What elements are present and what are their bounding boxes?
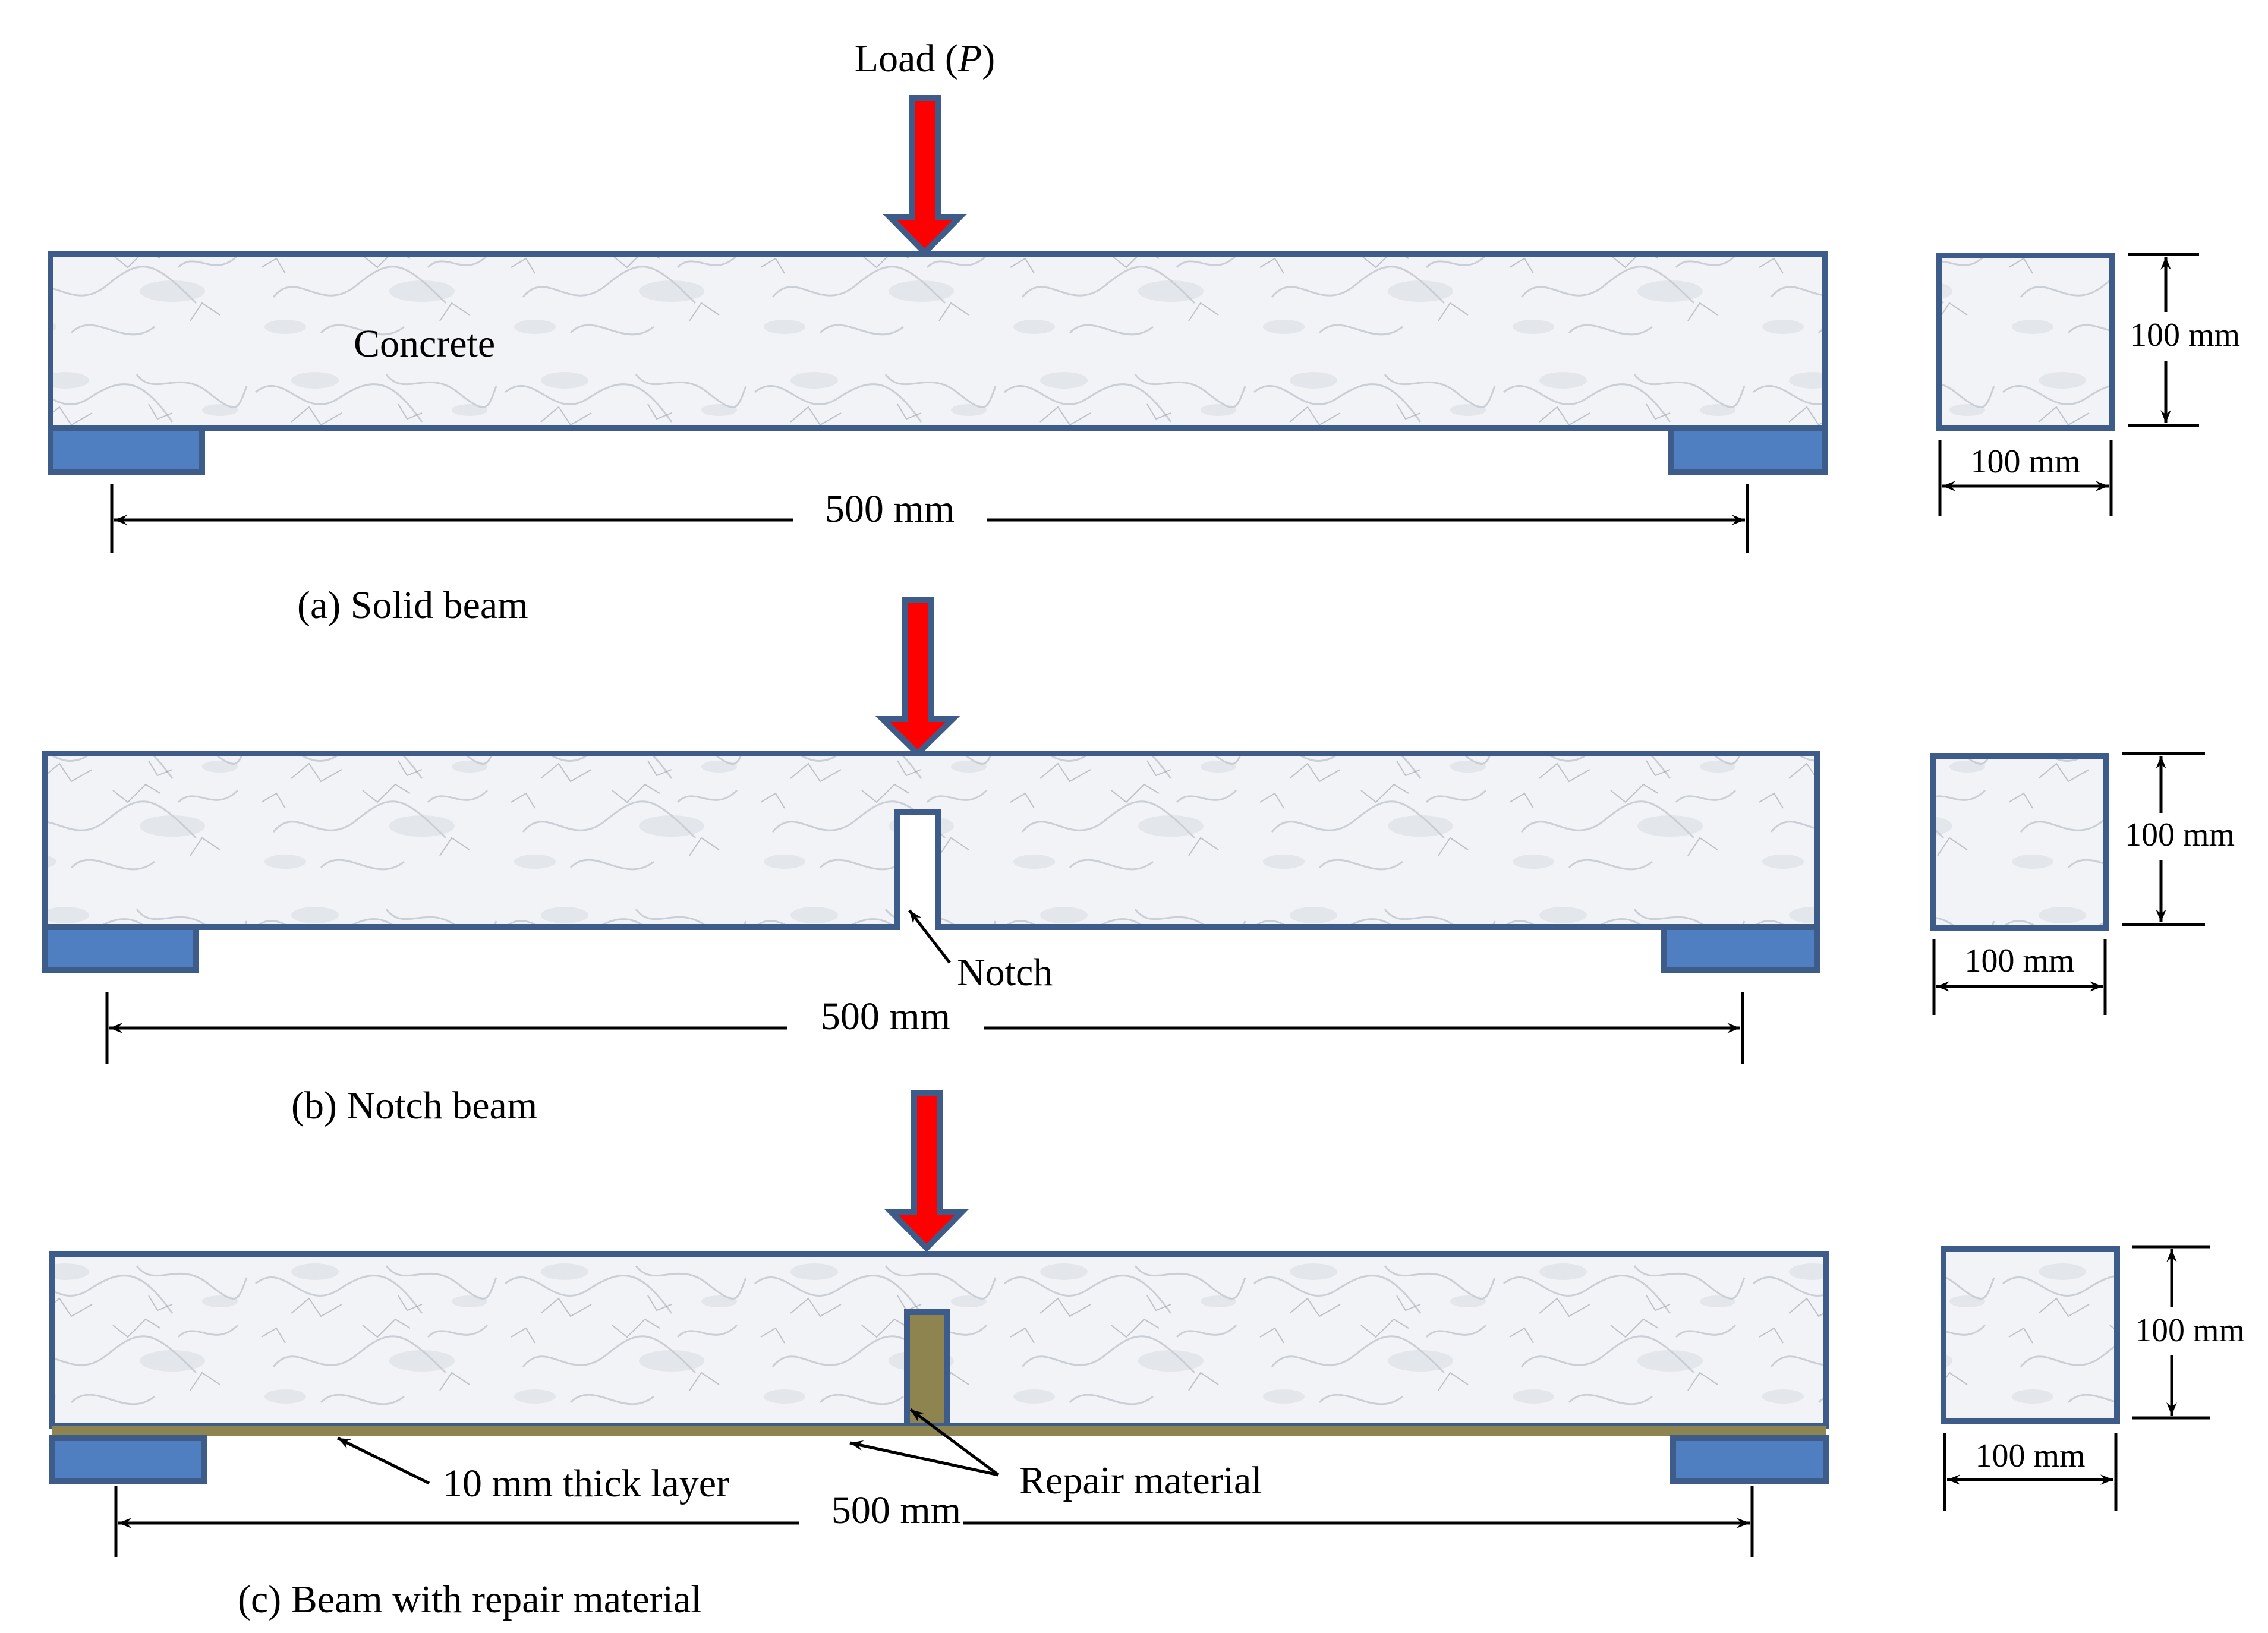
repair-filled-notch	[904, 1309, 950, 1429]
span-label: 500 mm	[825, 487, 955, 531]
span-dimension	[110, 484, 1749, 553]
repair-label: Repair material	[1019, 1459, 1262, 1502]
cross-section-a: 100 mm 100 mm	[1936, 253, 2240, 516]
caption-b: (b) Notch beam	[291, 1084, 537, 1127]
left-support	[48, 425, 205, 475]
span-dimension	[114, 1486, 1754, 1557]
notch-label: Notch	[957, 951, 1053, 994]
section-width-label: 100 mm	[1964, 942, 2074, 979]
material-label: Concrete	[354, 322, 495, 365]
panel-b-notch-beam: Notch 500 mm (b) Notch beam 100 mm 100 m…	[42, 597, 2235, 1127]
section-width-label: 100 mm	[1975, 1437, 2085, 1474]
section-width-label: 100 mm	[1970, 443, 2080, 480]
section-height-label: 100 mm	[2135, 1312, 2245, 1349]
section-height-label: 100 mm	[2130, 317, 2240, 354]
load-arrow-icon	[884, 1090, 969, 1253]
beam-body	[42, 751, 1820, 930]
right-support	[1670, 1435, 1829, 1484]
section-square	[1936, 253, 2115, 431]
section-square	[1930, 753, 2109, 931]
panel-a-solid-beam: Load (P) Concrete 500 mm (a) Solid beam	[48, 37, 2240, 627]
cross-section-b: 100 mm 100 mm	[1930, 752, 2235, 1015]
right-support	[1668, 425, 1828, 475]
layer-label: 10 mm thick layer	[443, 1462, 729, 1505]
right-support	[1661, 924, 1820, 973]
beam-body	[48, 251, 1828, 431]
span-dimension	[105, 992, 1744, 1064]
load-arrow-icon	[883, 95, 967, 257]
caption-c: (c) Beam with repair material	[238, 1578, 702, 1621]
section-square	[1941, 1246, 2120, 1424]
notch-pointer	[908, 909, 951, 964]
left-support	[49, 1435, 207, 1484]
span-label: 500 mm	[831, 1489, 961, 1532]
repair-pointers	[849, 1408, 1000, 1477]
span-label: 500 mm	[821, 995, 950, 1038]
caption-a: (a) Solid beam	[297, 584, 528, 627]
panel-c-repair-beam: 10 mm thick layer Repair material 500 mm…	[49, 1090, 2245, 1621]
left-support	[42, 924, 199, 973]
load-label: Load (P)	[855, 37, 995, 80]
layer-pointer	[336, 1436, 430, 1485]
section-height-label: 100 mm	[2125, 816, 2235, 853]
cross-section-c: 100 mm 100 mm	[1941, 1245, 2245, 1511]
load-arrow-icon	[875, 597, 960, 758]
